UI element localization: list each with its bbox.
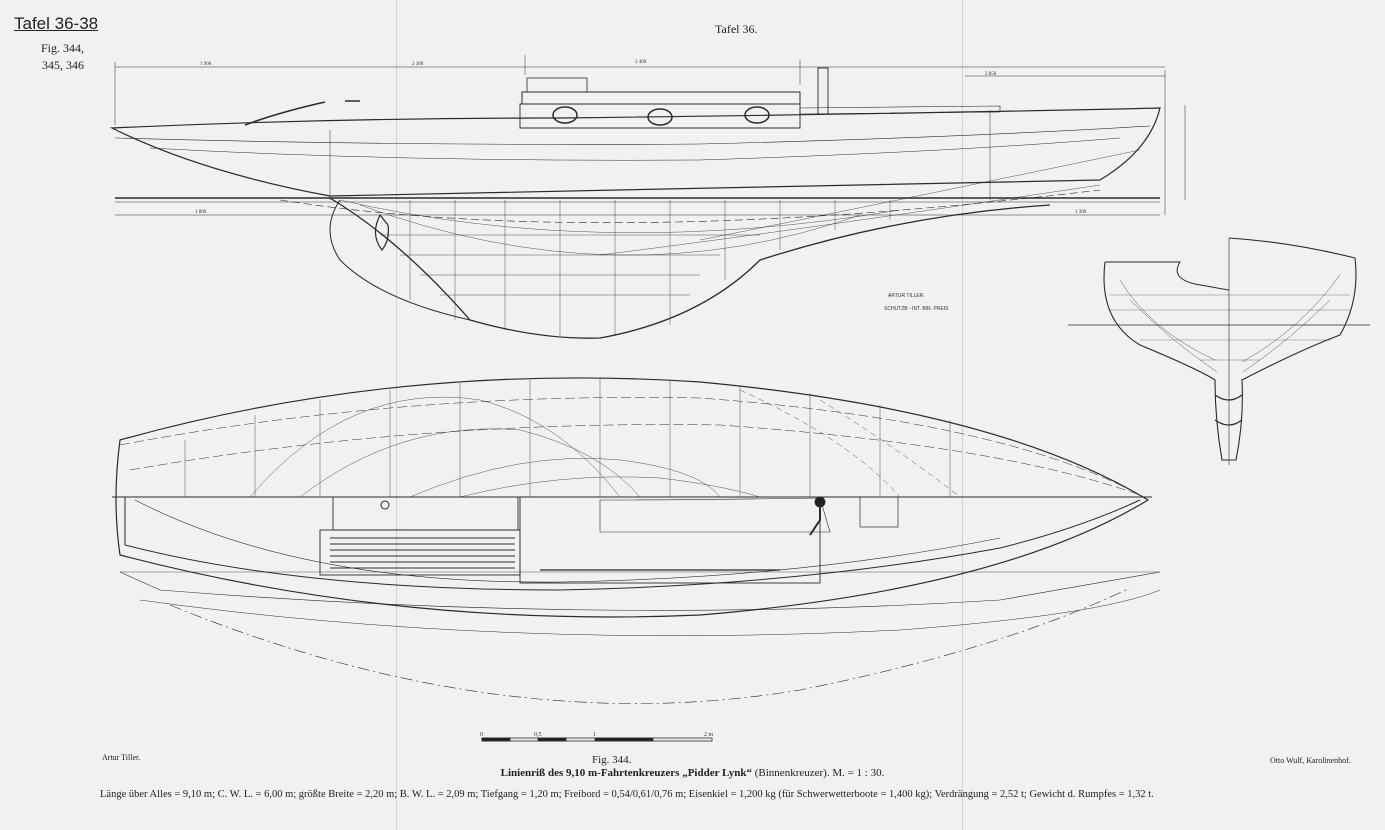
dimension-label: 2 850: [985, 72, 997, 77]
plate-number: Tafel 36.: [715, 22, 758, 36]
page-fold-right: [962, 0, 963, 830]
figure-number: Fig. 344.: [592, 754, 632, 766]
designer-stamp-line2: SCHUTZB - INT. BIN. PREIS: [884, 306, 949, 312]
dimension-label: 1 300: [1075, 210, 1087, 215]
dimension-label: 1 800: [195, 210, 207, 215]
plate-range-label: Tafel 36-38: [14, 14, 99, 33]
dimension-label: 2 300: [412, 62, 424, 67]
figure-ref-line2: 345, 346: [42, 58, 84, 72]
designer-credit: Artur Tiller.: [102, 753, 141, 762]
scale-bar: [481, 737, 713, 742]
half-breadth-plan-view: [112, 377, 1161, 704]
figure-references: Fig. 344, 345, 346: [32, 40, 84, 74]
scale-label: 0,5: [534, 732, 542, 738]
profile-view: [109, 55, 1186, 339]
caption-title: Linienriß des 9,10 m-Fahrtenkreuzers „Pi…: [500, 767, 752, 779]
body-plan-view: [1068, 237, 1370, 465]
designer-stamp-line1: ARTUR TILLER: [888, 293, 924, 299]
scale-label: 0: [480, 732, 483, 738]
specifications-line: Länge über Alles = 9,10 m; C. W. L. = 6,…: [100, 789, 1154, 800]
scale-label: 1: [593, 732, 596, 738]
dimension-label: 1 900: [200, 62, 212, 67]
dimension-label: 2 400: [635, 60, 647, 65]
engraver-credit: Otto Wulf, Karolinenhof.: [1270, 756, 1351, 765]
scale-label: 2 m: [704, 732, 714, 738]
caption-detail: (Binnenkreuzer). M. = 1 : 30.: [752, 767, 885, 779]
page-fold-left: [396, 0, 397, 830]
figure-ref-line1: Fig. 344,: [40, 41, 84, 55]
figure-caption: Linienriß des 9,10 m-Fahrtenkreuzers „Pi…: [0, 767, 1385, 779]
